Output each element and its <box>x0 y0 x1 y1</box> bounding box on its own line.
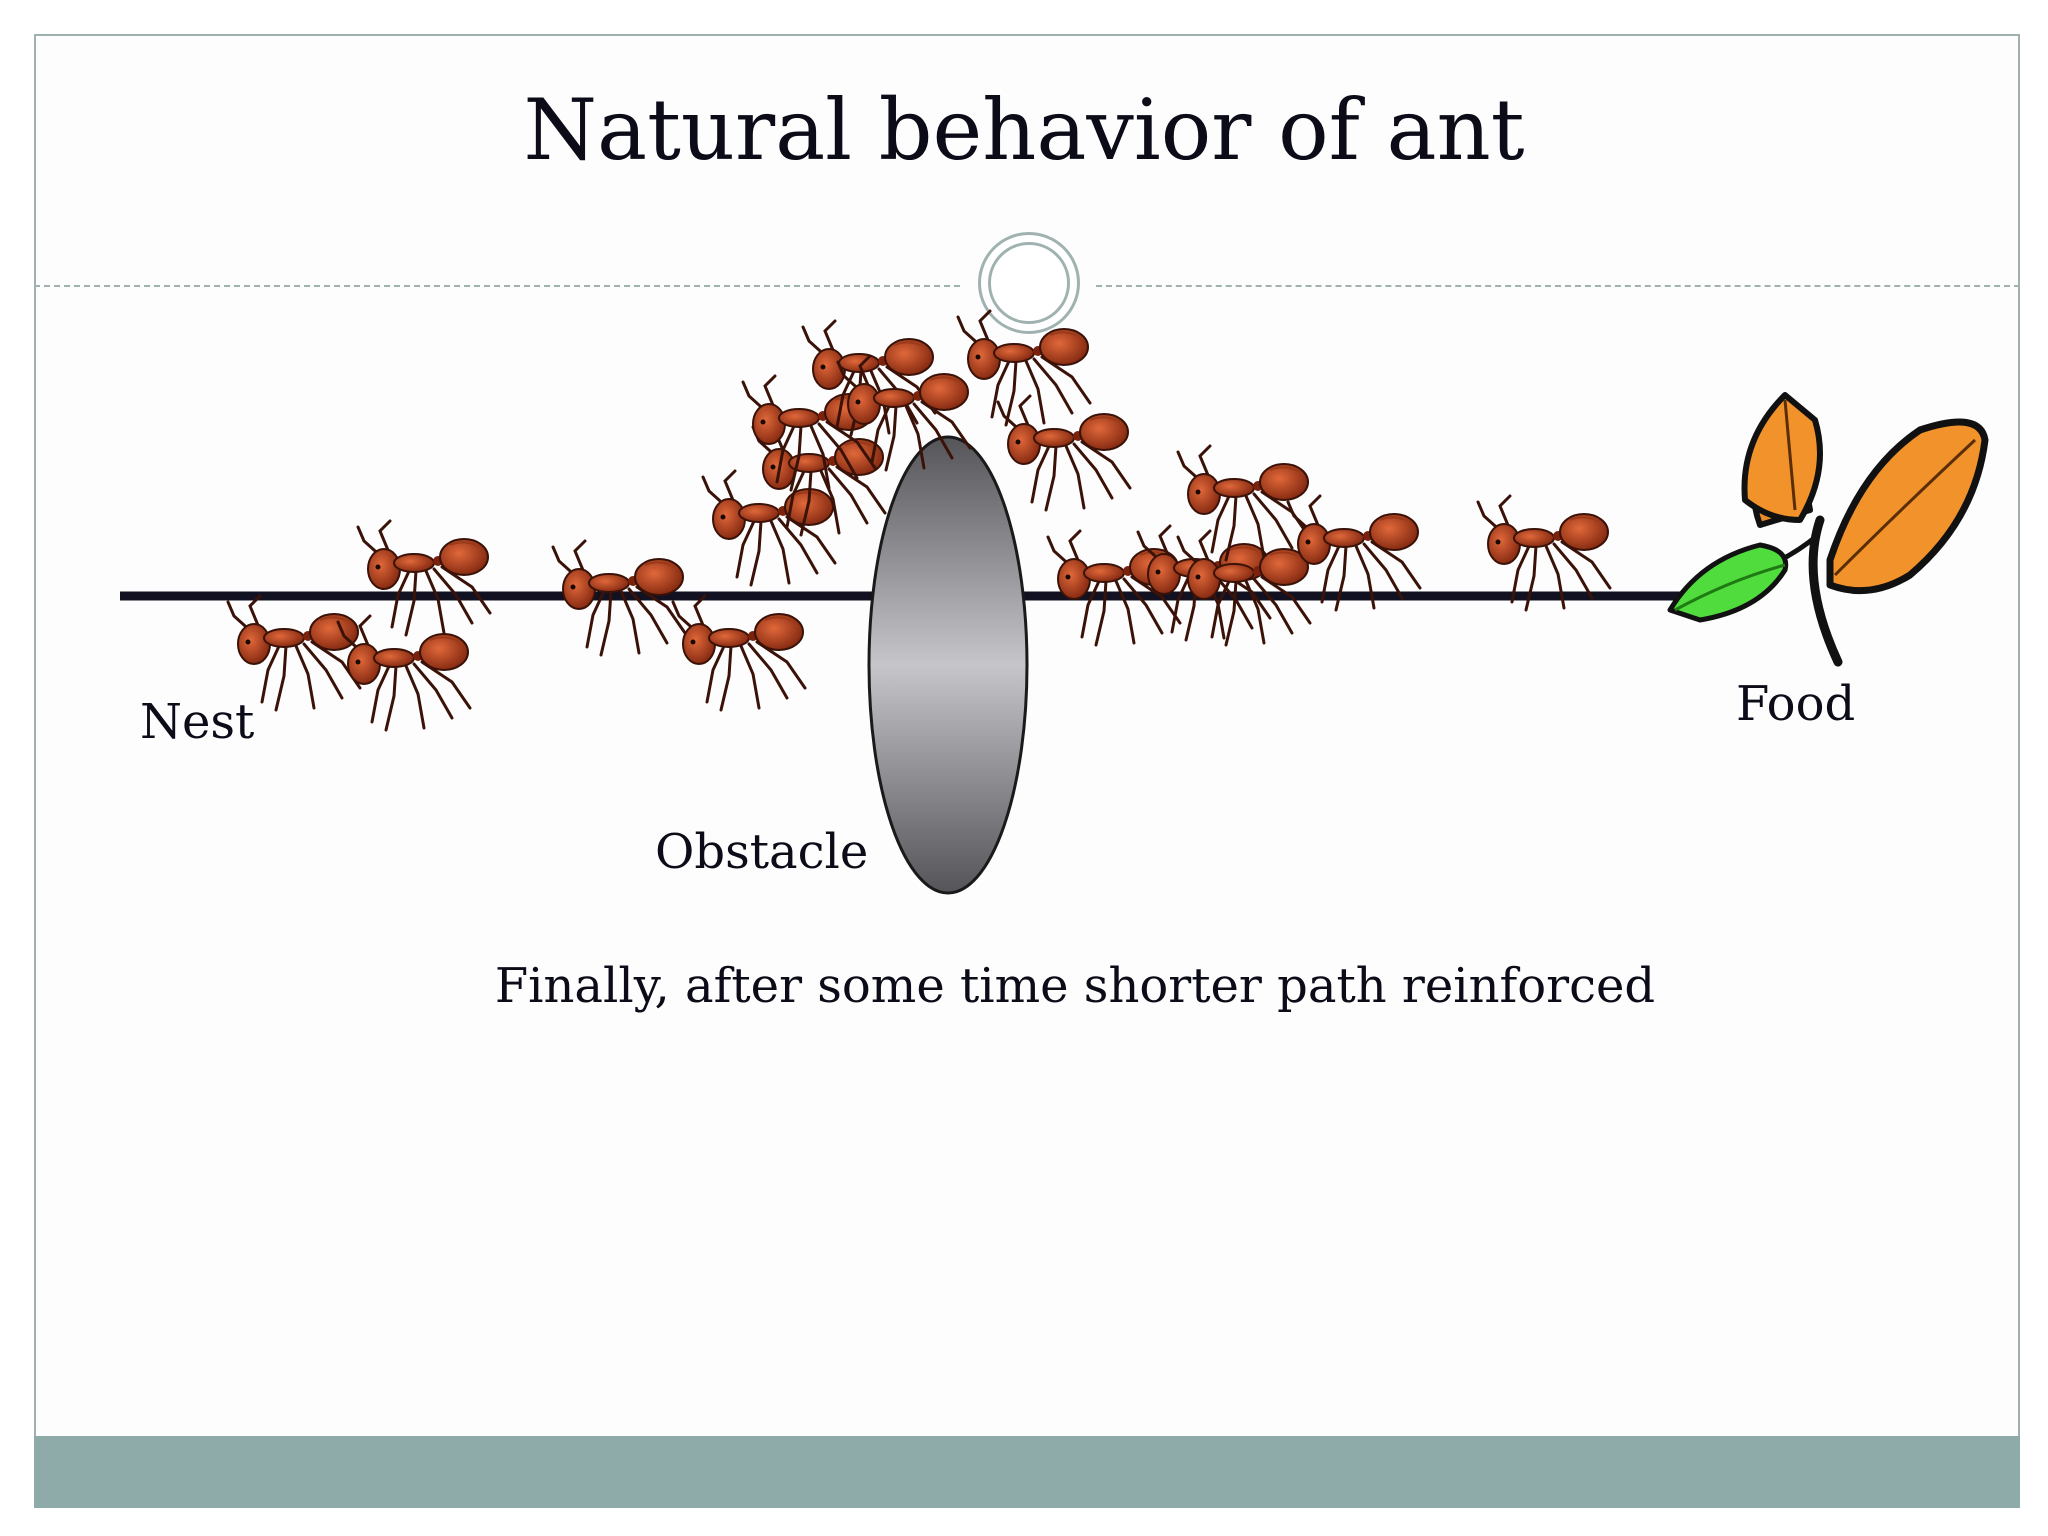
caption-text: Finally, after some time shorter path re… <box>494 958 1656 1014</box>
ant-icon <box>1176 444 1312 562</box>
ant-icon <box>701 469 837 587</box>
food-leaf-icon <box>1667 392 1989 667</box>
ant-icon <box>671 594 807 712</box>
title-divider-right <box>1096 285 2020 287</box>
footer-bar <box>34 1436 2020 1508</box>
title-divider-left <box>34 285 960 287</box>
title-divider-ring <box>978 232 1080 334</box>
slide-title: Natural behavior of ant <box>523 81 1525 179</box>
ant-icon <box>956 309 1092 427</box>
nest-label: Nest <box>140 694 255 750</box>
ant-icon <box>226 594 362 712</box>
obstacle-label: Obstacle <box>655 824 869 880</box>
ant-icon <box>996 394 1132 512</box>
ant-icon <box>356 519 492 637</box>
obstacle-ellipse <box>867 435 1029 895</box>
food-label: Food <box>1736 676 1856 732</box>
